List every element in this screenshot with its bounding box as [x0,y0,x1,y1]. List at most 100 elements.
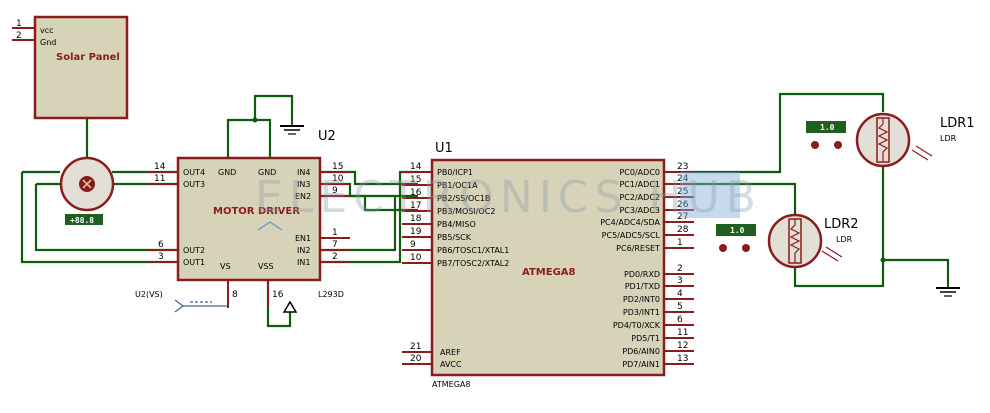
u1-pin-label: PD2/INT0 [623,295,660,304]
u1-pin-num: 13 [677,354,688,364]
ldr2-body [767,213,823,269]
u2-pin-in3-num: 10 [332,174,344,184]
u1-pin-num: 21 [410,342,421,352]
u2-top-gnd-label-1: GND [218,168,236,177]
u1-pin-label: PC2/ADC2 [619,193,660,202]
ldr2-type: LDR [836,235,853,244]
motor-driver-u2: U2 14 11 6 3 OUT4 OUT3 OUT2 OUT1 GND GND… [135,129,350,313]
u2-pin-in2-num: 7 [332,240,338,250]
solar-pin-1-num: 1 [16,19,22,29]
watermark: ELECTRONICS HUB [255,172,762,223]
dc-motor: +88.8 [59,156,115,225]
u1-pin-num: 17 [410,201,421,211]
u2-pin-in4-label: IN4 [297,168,310,177]
u2-pin-vss-num: 16 [272,290,284,300]
ground-icon [936,284,960,297]
u1-pin-label: PD1/TXD [625,282,660,291]
u1-pin-num: 11 [677,328,688,338]
solar-panel-body [33,15,129,120]
u2-pin-vss-label: VSS [258,262,274,271]
u2-pin-en2-label: EN2 [295,192,311,201]
u2-pin-out1-num: 3 [158,252,164,262]
u1-pin-num: 1 [677,238,683,248]
u1-pin-label: PD0/RXD [624,270,660,279]
u2-pin-in4-num: 15 [332,162,343,172]
u1-pin-label: PB5/SCK [437,233,472,242]
u1-pin-label: PC6/RESET [616,244,660,253]
u1-pin-label: AREF [440,348,461,357]
u1-pin-num: 20 [410,354,422,364]
u1-pin-num: 24 [677,174,689,184]
ldr1-button-dec-icon[interactable] [811,141,819,149]
u2-pin-out2-num: 6 [158,240,164,250]
u2-top-gnd-label-2: GND [258,168,276,177]
u1-pin-label: PD5/T1 [631,334,660,343]
u1-pin-num: 12 [677,341,688,351]
u1-pin-num: 15 [410,175,421,185]
u2-pin-vs-label: VS [220,262,231,271]
u2-vs-probe-label: U2(VS) [135,290,163,299]
ldr1-button-inc-icon[interactable] [834,141,842,149]
u1-pin-label: PC1/ADC1 [619,180,660,189]
ldr1-type: LDR [940,134,957,143]
u2-pin-in1-num: 2 [332,252,338,262]
ldr2: LDR2 LDR 1.0 [716,213,859,269]
u2-pin-en2-num: 9 [332,186,338,196]
u1-pin-num: 5 [677,302,683,312]
u1-pin-num: 18 [410,214,422,224]
u1-pin-num: 6 [677,315,683,325]
ldr2-readout-box [716,224,756,236]
u1-pin-label: PB4/MISO [437,220,476,229]
vs-probe-icon [174,299,228,313]
u1-pin-num: 14 [410,162,422,172]
ground-icon [280,120,304,135]
microcontroller-u1: U1 ATMEGA8 ATMEGA8 [430,141,666,389]
ldr2-light-arrows-icon [821,246,843,262]
u2-pin-in2-label: IN2 [297,246,310,255]
u1-pin-label: PC4/ADC4/SDA [600,218,660,227]
u2-pin-vs-num: 8 [232,290,238,300]
u1-pin-label: PC3/ADC3 [619,206,660,215]
u2-en-link-icon [257,221,283,231]
u1-pin-num: 23 [677,162,688,172]
u2-pin-out4-label: OUT4 [183,168,205,177]
solar-pin-2-label: Gnd [40,38,56,47]
u1-pin-label: PC0/ADC0 [619,168,660,177]
u1-pin-num: 27 [677,212,688,222]
u2-part-number: L293D [318,290,344,299]
u1-pin-label: PB3/MOSI/OC2 [437,207,495,216]
u1-pin-num: 16 [410,188,422,198]
ldr2-button-dec-icon[interactable] [719,244,727,252]
ldr1-body [855,112,911,168]
u1-pin-num: 9 [410,240,416,250]
u2-title: MOTOR DRIVER [213,206,300,217]
u1-ref: U1 [435,141,453,156]
u1-pin-label: PB1/OC1A [437,181,478,190]
u1-pin-label: AVCC [440,360,462,369]
u2-ref: U2 [318,129,336,144]
u2-body [176,156,322,282]
u1-pin-num: 28 [677,225,689,235]
ldr1-readout-box [806,121,846,133]
u1-body [430,158,666,377]
u1-title: ATMEGA8 [522,267,576,278]
u2-pin-in3-label: IN3 [297,180,310,189]
u1-pin-label: PB0/ICP1 [437,168,473,177]
watermark-text: ELECTRONICS HUB [255,172,762,223]
ldr2-button-inc-icon[interactable] [742,244,750,252]
solar-panel: 1 2 vcc Gnd Solar Panel [12,15,129,120]
u1-pin-num: 2 [677,264,683,274]
u1-part-number: ATMEGA8 [432,380,470,389]
u1-pin-label: PB6/TOSC1/XTAL1 [437,246,509,255]
u2-pin-en1-label: EN1 [295,234,311,243]
vss-supply-icon [282,300,298,313]
solar-pin-2-num: 2 [16,31,22,41]
u1-pin-label: PB7/TOSC2/XTAL2 [437,259,509,268]
ldr1-readout: 1.0 [820,123,835,132]
u1-pin-label: PD7/AIN1 [622,360,660,369]
u2-pin-out4-num: 14 [154,162,166,172]
u1-pin-num: 26 [677,200,689,210]
